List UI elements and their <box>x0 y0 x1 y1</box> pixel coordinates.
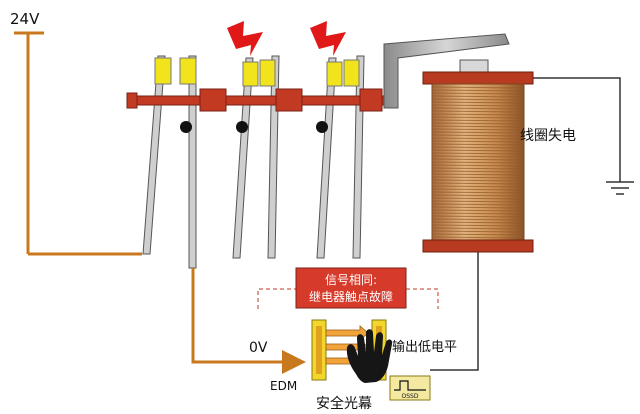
ossd-indicator: OSSD <box>389 375 431 401</box>
signal-bracket <box>257 288 439 309</box>
contact-leaves <box>142 55 365 269</box>
pulse-signal-icon <box>394 380 426 391</box>
contact-leaf-1 <box>142 55 166 255</box>
label-output-low: 输出低电平 <box>392 339 457 355</box>
fault-message-line-2: 继电器触点故障 <box>309 289 393 304</box>
fault-message-box: 信号相同: 继电器触点故障 <box>295 267 407 309</box>
label-ossd: OSSD <box>402 393 419 400</box>
contact-pad-3 <box>242 61 259 87</box>
lightning-bolt-icon <box>310 21 346 56</box>
contact-pad-4 <box>259 59 276 87</box>
fault-message-line-1: 信号相同: <box>325 273 377 287</box>
lightning-bolt-icon <box>227 21 263 56</box>
coil-wires <box>430 77 621 371</box>
armature-lever <box>383 33 510 109</box>
supply-wire-24v <box>14 31 142 256</box>
relay-coil <box>422 59 534 253</box>
label-0v: 0V <box>249 340 268 356</box>
contact-leaf-5 <box>316 57 337 259</box>
contact-pads <box>154 57 360 87</box>
label-24v: 24V <box>10 10 40 28</box>
contact-leaf-3 <box>232 57 254 259</box>
edm-feedback-wire <box>191 268 306 374</box>
ground-symbol-icon <box>606 181 634 195</box>
label-coil-state: 线圈失电 <box>520 128 576 144</box>
contact-pad-2 <box>179 57 197 85</box>
contact-pad-5 <box>326 61 343 87</box>
label-light-curtain: 安全光幕 <box>316 395 372 412</box>
pivot-dots <box>180 121 328 133</box>
relay-actuator-bar <box>126 88 396 112</box>
label-edm: EDM <box>270 379 297 393</box>
contact-pad-1 <box>154 57 172 85</box>
contact-leaf-2 <box>188 55 197 269</box>
contact-pad-6 <box>343 59 360 87</box>
hand-icon <box>346 329 393 383</box>
